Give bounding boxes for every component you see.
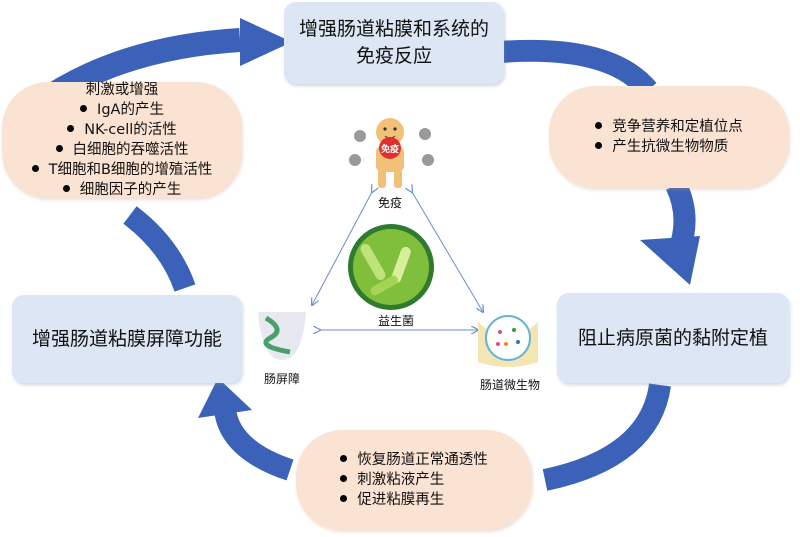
box-pathogen-adhesion: 阻止病原菌的黏附定植 (557, 293, 789, 383)
list-item: 刺激粘液产生 (340, 470, 488, 490)
box-mucosal-immunity-label: 增强肠道粘膜和系统的免疫反应 (299, 18, 490, 67)
cycle-arrow-left (123, 206, 196, 292)
cycle-arrow-bottom-right (542, 383, 671, 491)
probiotics-image-icon (348, 224, 434, 310)
box-barrier-function-label: 增强肠道粘膜屏障功能 (31, 327, 222, 350)
list-item: T细胞和B细胞的增殖活性 (31, 160, 212, 180)
list-item: 白细胞的吞噬活性 (32, 140, 213, 160)
label-gut-barrier: 肠屏障 (263, 372, 301, 386)
list-item: IgA的产生 (32, 100, 213, 120)
cycle-arrow-bottom-left (198, 378, 294, 481)
gut-microbiota-icon (478, 315, 538, 367)
list-item: NK-cell的活性 (32, 120, 213, 140)
list-item: 细胞因子的产生 (32, 180, 213, 200)
cycle-arrow-right (640, 180, 700, 285)
immunity-badge-text: 免疫 (380, 145, 400, 155)
link-immunity-barrier (312, 192, 372, 305)
label-gut-microbiota: 肠道微生物 (479, 378, 541, 392)
link-immunity-microbiota (412, 192, 483, 312)
gut-barrier-icon (258, 312, 306, 360)
list-immune-stimulation: 刺激或增强 IgA的产生 NK-cell的活性 白细胞的吞噬活性 T细胞和B细胞… (2, 82, 242, 198)
list-item: 促进粘膜再生 (340, 490, 488, 510)
list-item: 竞争营养和定植位点 (595, 117, 743, 137)
list-item: 恢复肠道正常通透性 (340, 450, 488, 470)
list-item: 产生抗微生物物质 (595, 137, 743, 157)
immunity-figure-icon (349, 118, 434, 188)
box-barrier-function: 增强肠道粘膜屏障功能 (12, 295, 242, 383)
label-probiotics: 益生菌 (377, 314, 415, 328)
box-pathogen-adhesion-label: 阻止病原菌的黏附定植 (577, 326, 768, 349)
list-barrier-repair: 恢复肠道正常通透性 刺激粘液产生 促进粘膜再生 (296, 430, 532, 530)
cycle-arrow-top-right (499, 39, 657, 98)
list-heading: 刺激或增强 (85, 82, 159, 98)
label-immunity: 免疫 (377, 196, 403, 210)
list-competition: 竞争营养和定植位点 产生抗微生物物质 (549, 86, 789, 188)
box-mucosal-immunity: 增强肠道粘膜和系统的免疫反应 (284, 2, 504, 84)
